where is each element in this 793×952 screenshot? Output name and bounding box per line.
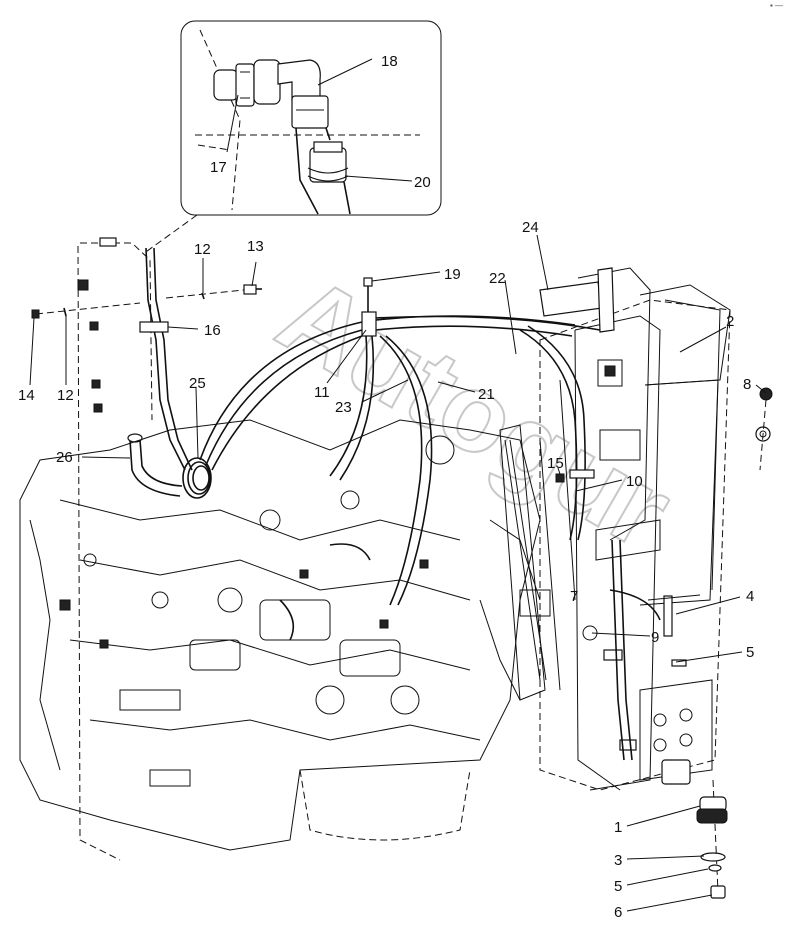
hose-20 [295,127,351,215]
left-pipe-assembly [77,237,193,861]
callout-3: 3 [614,852,622,869]
callout-11: 11 [314,384,330,401]
callout-21: 21 [478,386,495,403]
callout-14: 14 [18,387,35,404]
callout-18: 18 [381,53,398,70]
callout-22: 22 [489,270,506,287]
bolt-14 [31,302,141,319]
callout-7: 7 [570,588,578,605]
mount-stack [696,779,728,899]
pipe-26 [127,433,183,497]
fastener-15 [555,473,565,483]
fitting-17 [213,59,281,107]
bolt-13 [165,284,262,300]
callout-1: 1 [614,819,622,836]
callout-8: 8 [743,376,751,393]
elbow-fitting-18 [277,59,329,129]
callout-13: 13 [247,238,264,255]
callout-4: 4 [746,588,754,605]
leader-lines [29,58,767,912]
callout-6: 6 [614,904,622,921]
callouts: 18 17 20 24 12 13 19 22 2 16 11 25 14 12… [18,53,754,921]
callout-9: 9 [651,629,659,646]
callout-26: 26 [56,449,73,466]
callout-15: 15 [547,455,564,472]
pipe-24 [539,281,603,317]
callout-2: 2 [726,313,734,330]
engine-block [19,419,541,851]
callout-19: 19 [444,266,461,283]
detail-inset [142,20,442,255]
callout-12b: 12 [57,387,74,404]
callout-20: 20 [414,174,431,191]
callout-25: 25 [189,375,206,392]
callout-24: 24 [522,219,539,236]
bolt-8 [755,387,773,471]
hoses-21-22-23 [199,277,601,606]
callout-10: 10 [626,473,643,490]
callout-16: 16 [204,322,221,339]
callout-12a: 12 [194,241,211,258]
callout-5b: 5 [614,878,622,895]
watermark: Autogur [259,252,691,572]
inset-leader [142,214,198,255]
radiator-assembly [499,267,731,791]
callout-5a: 5 [746,644,754,661]
callout-23: 23 [335,399,352,416]
corner-mark: ▪ — [769,1,783,10]
callout-17: 17 [210,159,227,176]
coil-hose-25 [182,457,212,499]
